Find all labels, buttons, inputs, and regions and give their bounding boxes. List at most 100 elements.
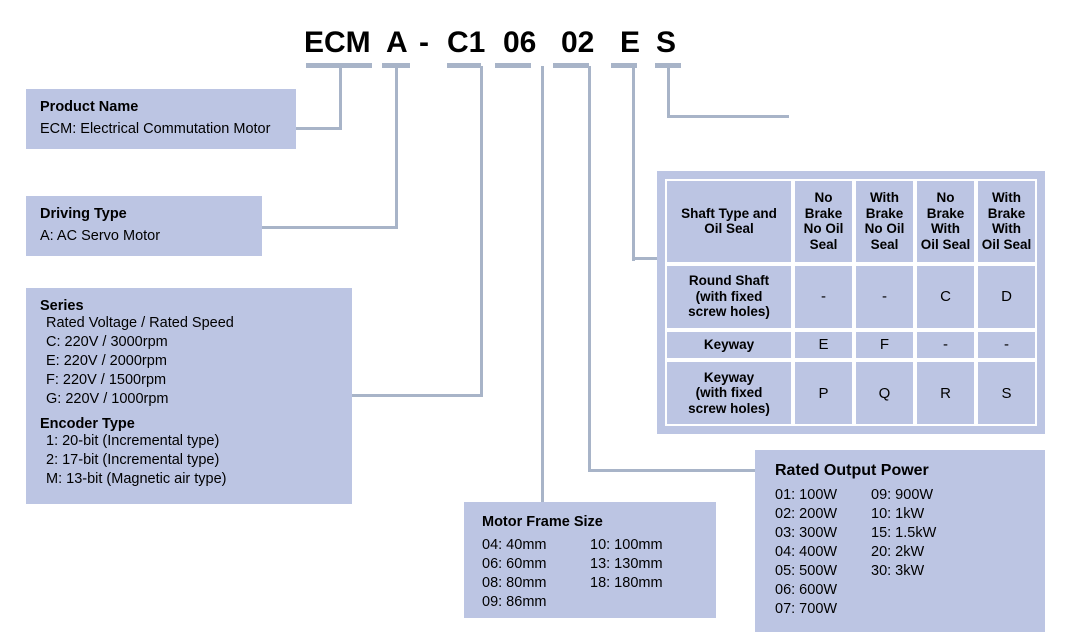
frame-size-col1-0: 04: 40mm (482, 537, 547, 553)
frame-size-col2-0: 10: 100mm (590, 537, 663, 553)
code-segment-driving-type: A (386, 26, 408, 59)
box-motor-frame-size: Motor Frame Size 04: 40mm 06: 60mm 08: 8… (464, 502, 716, 618)
underline-frame-size (495, 63, 531, 68)
leader-output-power-horizontal (588, 469, 758, 472)
shaft-table-cell-2-1: Q (854, 360, 915, 426)
shaft-table-cell-2-3: S (976, 360, 1037, 426)
output-power-col1-3: 04: 400W (775, 544, 838, 560)
shaft-table-row-header-0: Round Shaft (with fixed screw holes) (665, 263, 793, 330)
underline-output-power (553, 63, 589, 68)
shaft-type-table-panel: Shaft Type and Oil Seal No Brake No Oil … (657, 171, 1045, 434)
encoder-line-2: M: 13-bit (Magnetic air type) (46, 471, 227, 487)
shaft-table-col-header-0: No Brake No Oil Seal (793, 179, 854, 264)
code-segment-output-power: 02 (561, 26, 595, 59)
shaft-table-col-header-1: With Brake No Oil Seal (854, 179, 915, 264)
col-header-3-text: With Brake With Oil Seal (981, 190, 1032, 252)
shaft-table-cell-2-2: R (915, 360, 976, 426)
product-name-line-0: ECM: Electrical Commutation Motor (40, 121, 271, 137)
row-header-1-text: Keyway (703, 337, 755, 353)
leader-shaft-s-horizontal (667, 115, 789, 118)
table-row: Round Shaft (with fixed screw holes) - -… (665, 263, 1037, 330)
leader-driving-type-horizontal (262, 226, 398, 229)
frame-size-col1-1: 06: 60mm (482, 556, 547, 572)
output-power-col2-0: 09: 900W (871, 487, 934, 503)
output-power-col1-4: 05: 500W (775, 563, 838, 579)
leader-shaft-s-vertical (667, 66, 670, 118)
encoder-line-1: 2: 17-bit (Incremental type) (46, 452, 220, 468)
motor-frame-size-title: Motor Frame Size (482, 514, 603, 530)
leader-shaft-e-vertical (632, 66, 635, 261)
shaft-table-cell-0-3: D (976, 263, 1037, 330)
series-line-1: E: 220V / 2000rpm (46, 353, 167, 369)
series-line-0: C: 220V / 3000rpm (46, 334, 168, 350)
leader-series-vertical (480, 66, 483, 397)
output-power-col1-0: 01: 100W (775, 487, 838, 503)
box-rated-output-power: Rated Output Power 01: 100W 02: 200W 03:… (755, 450, 1045, 632)
code-segment-frame-size: 06 (503, 26, 537, 59)
output-power-col1-2: 03: 300W (775, 525, 838, 541)
driving-type-title: Driving Type (40, 206, 127, 222)
shaft-table-cell-0-1: - (854, 263, 915, 330)
output-power-col2-1: 10: 1kW (871, 506, 925, 522)
frame-size-col2-1: 13: 130mm (590, 556, 663, 572)
shaft-table-cell-1-1: F (854, 329, 915, 360)
code-segment-product-name: ECM (304, 26, 371, 59)
shaft-table-col-header-3: With Brake With Oil Seal (976, 179, 1037, 264)
row-header-2-text: Keyway (with fixed screw holes) (688, 369, 770, 416)
product-name-title: Product Name (40, 99, 139, 115)
code-segment-shaft-s: S (656, 26, 677, 59)
col-header-2-text: No Brake With Oil Seal (920, 190, 971, 252)
shaft-table-col-header-2: No Brake With Oil Seal (915, 179, 976, 264)
rated-output-power-title: Rated Output Power (775, 462, 929, 479)
frame-size-col2-2: 18: 180mm (590, 575, 663, 591)
output-power-col1-1: 02: 200W (775, 506, 838, 522)
underline-driving-type (382, 63, 410, 68)
shaft-table-cell-1-3: - (976, 329, 1037, 360)
output-power-col1-6: 07: 700W (775, 601, 838, 617)
output-power-col2-2: 15: 1.5kW (871, 525, 937, 541)
underline-shaft-s (655, 63, 681, 68)
underline-product-name (306, 63, 372, 68)
leader-shaft-e-horizontal (632, 257, 664, 260)
shaft-table-cell-0-2: C (915, 263, 976, 330)
shaft-table-corner-header: Shaft Type and Oil Seal (665, 179, 793, 264)
box-product-name: Product Name ECM: Electrical Commutation… (26, 89, 296, 149)
driving-type-line-0: A: AC Servo Motor (40, 228, 161, 244)
leader-frame-size-vertical (541, 66, 544, 503)
row-header-0-text: Round Shaft (with fixed screw holes) (688, 273, 770, 320)
col-header-1-text: With Brake No Oil Seal (864, 190, 905, 252)
code-segment-series: C1 (447, 26, 486, 59)
code-segment-dash: - (419, 26, 429, 59)
leader-output-power-vertical (588, 66, 591, 472)
series-line-3: G: 220V / 1000rpm (46, 391, 169, 407)
series-title: Series (40, 298, 84, 314)
output-power-col2-4: 30: 3kW (871, 563, 925, 579)
shaft-type-table: Shaft Type and Oil Seal No Brake No Oil … (665, 179, 1037, 426)
box-series: Series Rated Voltage / Rated Speed C: 22… (26, 288, 352, 504)
frame-size-col1-2: 08: 80mm (482, 575, 547, 591)
leader-driving-type-vertical (395, 66, 398, 229)
output-power-col1-5: 06: 600W (775, 582, 838, 598)
underline-shaft-e (611, 63, 637, 68)
output-power-col2-3: 20: 2kW (871, 544, 925, 560)
table-header-row: Shaft Type and Oil Seal No Brake No Oil … (665, 179, 1037, 264)
shaft-table-cell-2-0: P (793, 360, 854, 426)
underline-series (447, 63, 481, 68)
shaft-table-cell-1-0: E (793, 329, 854, 360)
encoder-line-0: 1: 20-bit (Incremental type) (46, 433, 220, 449)
encoder-type-title: Encoder Type (40, 416, 135, 432)
leader-product-name-horizontal (296, 127, 342, 130)
shaft-table-cell-1-2: - (915, 329, 976, 360)
box-driving-type: Driving Type A: AC Servo Motor (26, 196, 262, 256)
code-segment-shaft-e: E (620, 26, 641, 59)
shaft-table-cell-0-0: - (793, 263, 854, 330)
series-line-2: F: 220V / 1500rpm (46, 372, 167, 388)
corner-header-text: Shaft Type and Oil Seal (681, 205, 777, 237)
series-subtitle: Rated Voltage / Rated Speed (46, 315, 234, 331)
frame-size-col1-3: 09: 86mm (482, 594, 547, 610)
shaft-table-row-header-2: Keyway (with fixed screw holes) (665, 360, 793, 426)
col-header-0-text: No Brake No Oil Seal (803, 190, 844, 252)
shaft-table-row-header-1: Keyway (665, 329, 793, 360)
table-row: Keyway E F - - (665, 329, 1037, 360)
